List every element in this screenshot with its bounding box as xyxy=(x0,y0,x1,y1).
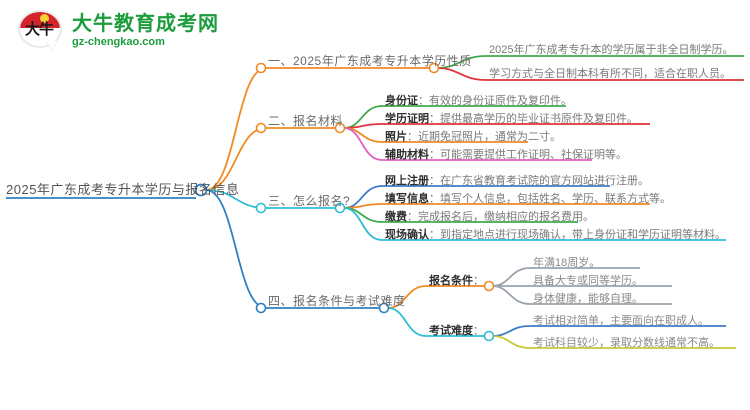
link-b2-c1 xyxy=(343,105,383,129)
branch-2-child-1-desc: ：有效的身份证原件及复印件。 xyxy=(418,95,572,107)
branch-4-label[interactable]: 四、报名条件与考试难度 xyxy=(268,294,406,308)
logo-icon: 大牛 xyxy=(18,10,64,52)
node-dot-branch-4[interactable] xyxy=(255,302,267,314)
link-s2-l2 xyxy=(491,335,531,349)
branch-3-child-4[interactable]: 现场确认：到指定地点进行现场确认，带上身份证和学历证明等材料。 xyxy=(385,228,726,242)
branch-4-sub-1-colon: ： xyxy=(473,275,484,287)
logo-bubble-shape: 大牛 xyxy=(18,10,62,48)
link-s2-l1 xyxy=(491,325,531,337)
branch-4-sub-1-leaf-2[interactable]: 具备大专或同等学历。 xyxy=(533,275,643,287)
link-b2-c4 xyxy=(343,127,383,161)
link-b2-c3 xyxy=(343,127,383,143)
logo-mark-text: 大牛 xyxy=(25,21,54,38)
branch-3-child-2-desc: ：填写个人信息，包括姓名、学历、联系方式等。 xyxy=(429,193,671,205)
branch-3-child-2[interactable]: 填写信息：填写个人信息，包括姓名、学历、联系方式等。 xyxy=(385,192,671,206)
branch-4-sub-2-colon: ： xyxy=(473,325,484,337)
branch-2-child-4-title: 辅助材料 xyxy=(385,149,429,161)
logo-tail-shape xyxy=(46,41,56,51)
branch-3-child-4-title: 现场确认 xyxy=(385,229,429,241)
branch-2-child-2[interactable]: 学历证明：提供最高学历的毕业证书原件及复印件。 xyxy=(385,112,638,126)
branch-4-sub-1-leaf-1[interactable]: 年满18周岁。 xyxy=(533,257,601,269)
branch-1-label[interactable]: 一、2025年广东成考专升本学历性质 xyxy=(268,54,472,68)
site-logo: 大牛 大牛教育成考网 gz-chengkao.com xyxy=(18,10,219,52)
branch-2-child-3[interactable]: 照片：近期免冠照片，通常为二寸。 xyxy=(385,130,561,144)
branch-3-child-2-title: 填写信息 xyxy=(385,193,429,205)
logo-url: gz-chengkao.com xyxy=(72,36,165,48)
branch-3-child-1-title: 网上注册 xyxy=(385,175,429,187)
branch-4-sub-2-leaf-2[interactable]: 考试科目较少，录取分数线通常不高。 xyxy=(533,337,720,349)
branch-2-child-3-desc: ：近期免冠照片，通常为二寸。 xyxy=(407,131,561,143)
branch-4-sub-2[interactable]: 考试难度： xyxy=(429,324,484,338)
branch-3-label[interactable]: 三、怎么报名? xyxy=(268,194,351,208)
branch-1-child-2[interactable]: 学习方式与全日制本科有所不同，适合在职人员。 xyxy=(489,68,731,80)
branch-2-child-1-title: 身份证 xyxy=(385,95,418,107)
link-root-branch-2 xyxy=(205,127,267,191)
logo-title: 大牛教育成考网 xyxy=(72,13,219,35)
link-b4-s2 xyxy=(387,307,427,337)
branch-1-child-1[interactable]: 2025年广东成考专升本的学历属于非全日制学历。 xyxy=(489,44,734,56)
branch-2-child-3-title: 照片 xyxy=(385,131,407,143)
link-b3-c3 xyxy=(343,207,383,223)
branch-2-child-1[interactable]: 身份证：有效的身份证原件及复印件。 xyxy=(385,94,572,108)
link-b3-c4 xyxy=(343,207,383,241)
branch-3-child-1[interactable]: 网上注册：在广东省教育考试院的官方网站进行注册。 xyxy=(385,174,649,188)
branch-4-sub-1-leaf-3[interactable]: 身体健康，能够自理。 xyxy=(533,293,643,305)
link-s1-l1 xyxy=(491,267,531,287)
link-b1-c2 xyxy=(437,67,487,81)
branch-3-child-1-desc: ：在广东省教育考试院的官方网站进行注册。 xyxy=(429,175,649,187)
node-dot-branch-3[interactable] xyxy=(255,202,267,214)
link-root-branch-1 xyxy=(205,67,267,191)
branch-3-child-3-title: 缴费 xyxy=(385,211,407,223)
branch-4-sub-2-leaf-1[interactable]: 考试相对简单，主要面向在职成人。 xyxy=(533,315,709,327)
node-dot-branch-2[interactable] xyxy=(255,122,267,134)
link-s1-l3 xyxy=(491,285,531,305)
branch-4-sub-1-title: 报名条件 xyxy=(429,275,473,287)
node-dot-branch-1[interactable] xyxy=(255,62,267,74)
branch-2-child-4[interactable]: 辅助材料：可能需要提供工作证明、社保证明等。 xyxy=(385,148,627,162)
link-b2-c2 xyxy=(343,123,383,129)
branch-4-sub-2-title: 考试难度 xyxy=(429,325,473,337)
branch-3-child-3[interactable]: 缴费：完成报名后，缴纳相应的报名费用。 xyxy=(385,210,594,224)
root-node-label[interactable]: 2025年广东成考专升本学历与报名信息 xyxy=(6,182,240,197)
branch-2-child-2-desc: ：提供最高学历的毕业证书原件及复印件。 xyxy=(429,113,638,125)
branch-3-child-4-desc: ：到指定地点进行现场确认，带上身份证和学历证明等材料。 xyxy=(429,229,726,241)
node-dot-s1-expander[interactable] xyxy=(483,280,495,292)
branch-2-label[interactable]: 二、报名材料 xyxy=(268,114,344,128)
branch-2-child-4-desc: ：可能需要提供工作证明、社保证明等。 xyxy=(429,149,627,161)
logo-text-block: 大牛教育成考网 gz-chengkao.com xyxy=(72,13,219,49)
branch-2-child-2-title: 学历证明 xyxy=(385,113,429,125)
branch-3-child-3-desc: ：完成报名后，缴纳相应的报名费用。 xyxy=(407,211,594,223)
branch-4-sub-1[interactable]: 报名条件： xyxy=(429,274,484,288)
logo-dot-shape xyxy=(40,14,49,23)
node-dot-s2-expander[interactable] xyxy=(483,330,495,342)
link-root-branch-4 xyxy=(205,189,267,309)
